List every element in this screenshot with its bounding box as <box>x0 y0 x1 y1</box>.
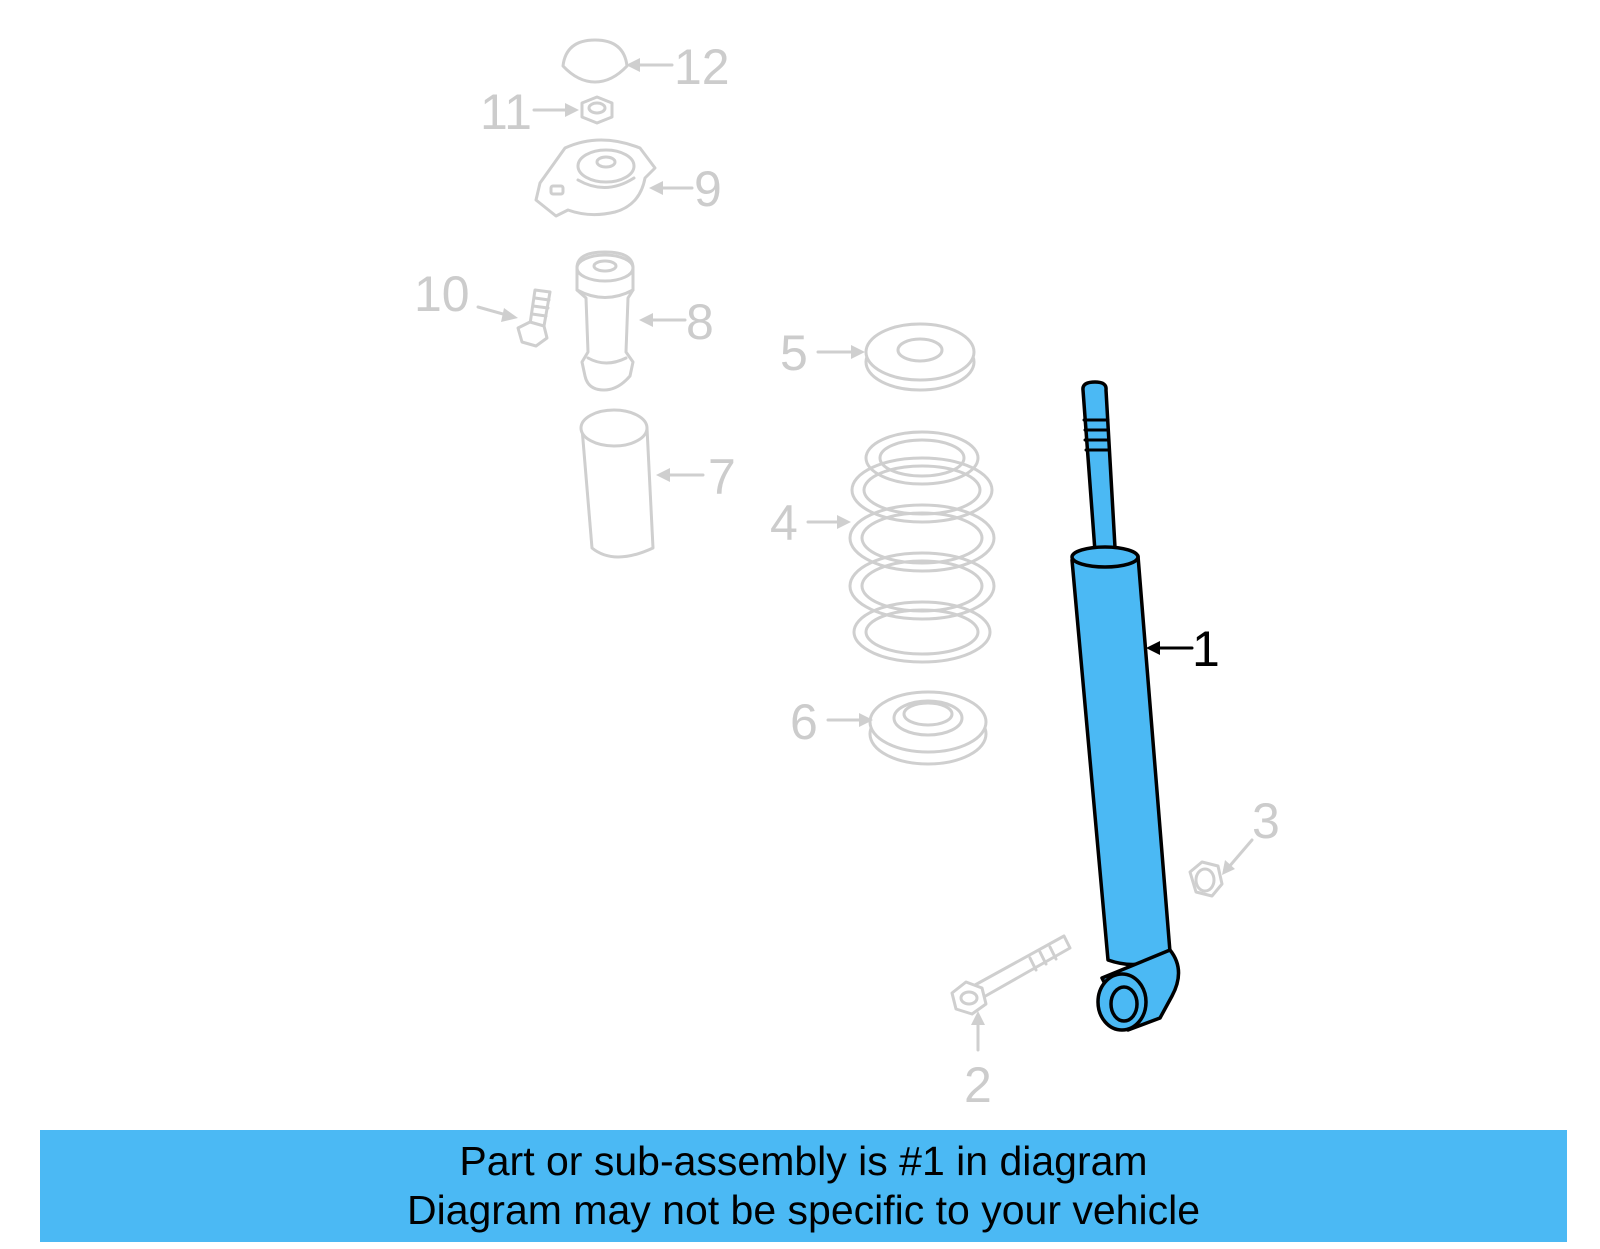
part-12-dust-cap <box>561 38 629 84</box>
part-5-upper-spring-seat <box>864 322 976 392</box>
part-3-flange-nut <box>1188 860 1224 898</box>
callout-6[interactable]: 6 <box>790 694 873 750</box>
part-7-dust-boot <box>579 408 655 559</box>
callout-9-number: 9 <box>694 161 722 217</box>
callout-8-number: 8 <box>686 294 714 350</box>
callout-4[interactable]: 4 <box>770 495 851 551</box>
callout-12[interactable]: 12 <box>626 39 730 95</box>
callout-7[interactable]: 7 <box>656 449 736 505</box>
part-11-nut <box>580 95 614 125</box>
callout-9[interactable]: 9 <box>649 161 722 217</box>
callout-2-number: 2 <box>964 1057 992 1113</box>
part-9-upper-mount <box>534 138 657 218</box>
callout-5-number: 5 <box>780 325 808 381</box>
callout-12-number: 12 <box>674 39 730 95</box>
part-6-lower-spring-seat <box>868 690 988 766</box>
callout-5[interactable]: 5 <box>780 325 865 381</box>
part-10-bolt <box>516 288 552 348</box>
callout-1-number: 1 <box>1192 621 1220 677</box>
callout-7-number: 7 <box>708 449 736 505</box>
info-banner-line-1: Part or sub-assembly is #1 in diagram <box>459 1138 1148 1184</box>
callout-11-number: 11 <box>480 84 532 140</box>
exploded-parts-diagram: 12 11 9 10 <box>414 38 1280 1113</box>
part-2-bolt <box>950 934 1072 1016</box>
callout-8[interactable]: 8 <box>639 294 714 350</box>
info-banner: Part or sub-assembly is #1 in diagram Di… <box>40 1130 1567 1242</box>
callout-1[interactable]: 1 <box>1146 621 1220 677</box>
callout-11[interactable]: 11 <box>480 84 579 140</box>
callout-2[interactable]: 2 <box>964 1011 992 1113</box>
callout-3-number: 3 <box>1252 793 1280 849</box>
callout-4-number: 4 <box>770 495 798 551</box>
part-1-shock-absorber[interactable] <box>1070 380 1181 1032</box>
info-banner-line-2: Diagram may not be specific to your vehi… <box>406 1187 1200 1233</box>
part-4-coil-spring <box>848 430 996 664</box>
callout-3[interactable]: 3 <box>1222 793 1280 875</box>
callout-10[interactable]: 10 <box>414 266 518 322</box>
callout-10-number: 10 <box>414 266 470 322</box>
part-8-bump-stop <box>575 250 635 392</box>
callout-6-number: 6 <box>790 694 818 750</box>
